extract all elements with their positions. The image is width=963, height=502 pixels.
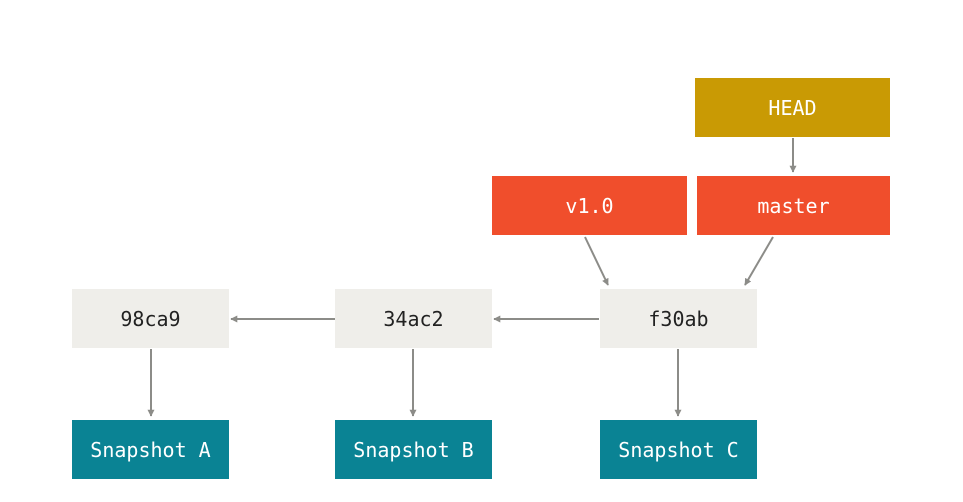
head-label: HEAD	[768, 95, 817, 120]
head-pointer: HEAD	[695, 78, 890, 137]
snapshot-c: Snapshot C	[600, 420, 757, 479]
snapshot-label: Snapshot A	[90, 437, 211, 462]
commit-id: 98ca9	[120, 306, 181, 331]
commit-f30ab: f30ab	[600, 289, 757, 348]
arrow-master-to-f30ab	[744, 236, 774, 286]
commit-98ca9: 98ca9	[72, 289, 229, 348]
branch-master: master	[697, 176, 890, 235]
commit-id: f30ab	[648, 306, 709, 331]
commit-34ac2: 34ac2	[335, 289, 492, 348]
snapshot-label: Snapshot B	[353, 437, 474, 462]
arrow-tag-to-f30ab	[584, 236, 609, 286]
snapshot-b: Snapshot B	[335, 420, 492, 479]
tag-v1-0: v1.0	[492, 176, 687, 235]
snapshot-label: Snapshot C	[618, 437, 739, 462]
snapshot-a: Snapshot A	[72, 420, 229, 479]
tag-label: v1.0	[565, 193, 614, 218]
branch-label: master	[757, 193, 830, 218]
commit-id: 34ac2	[383, 306, 444, 331]
